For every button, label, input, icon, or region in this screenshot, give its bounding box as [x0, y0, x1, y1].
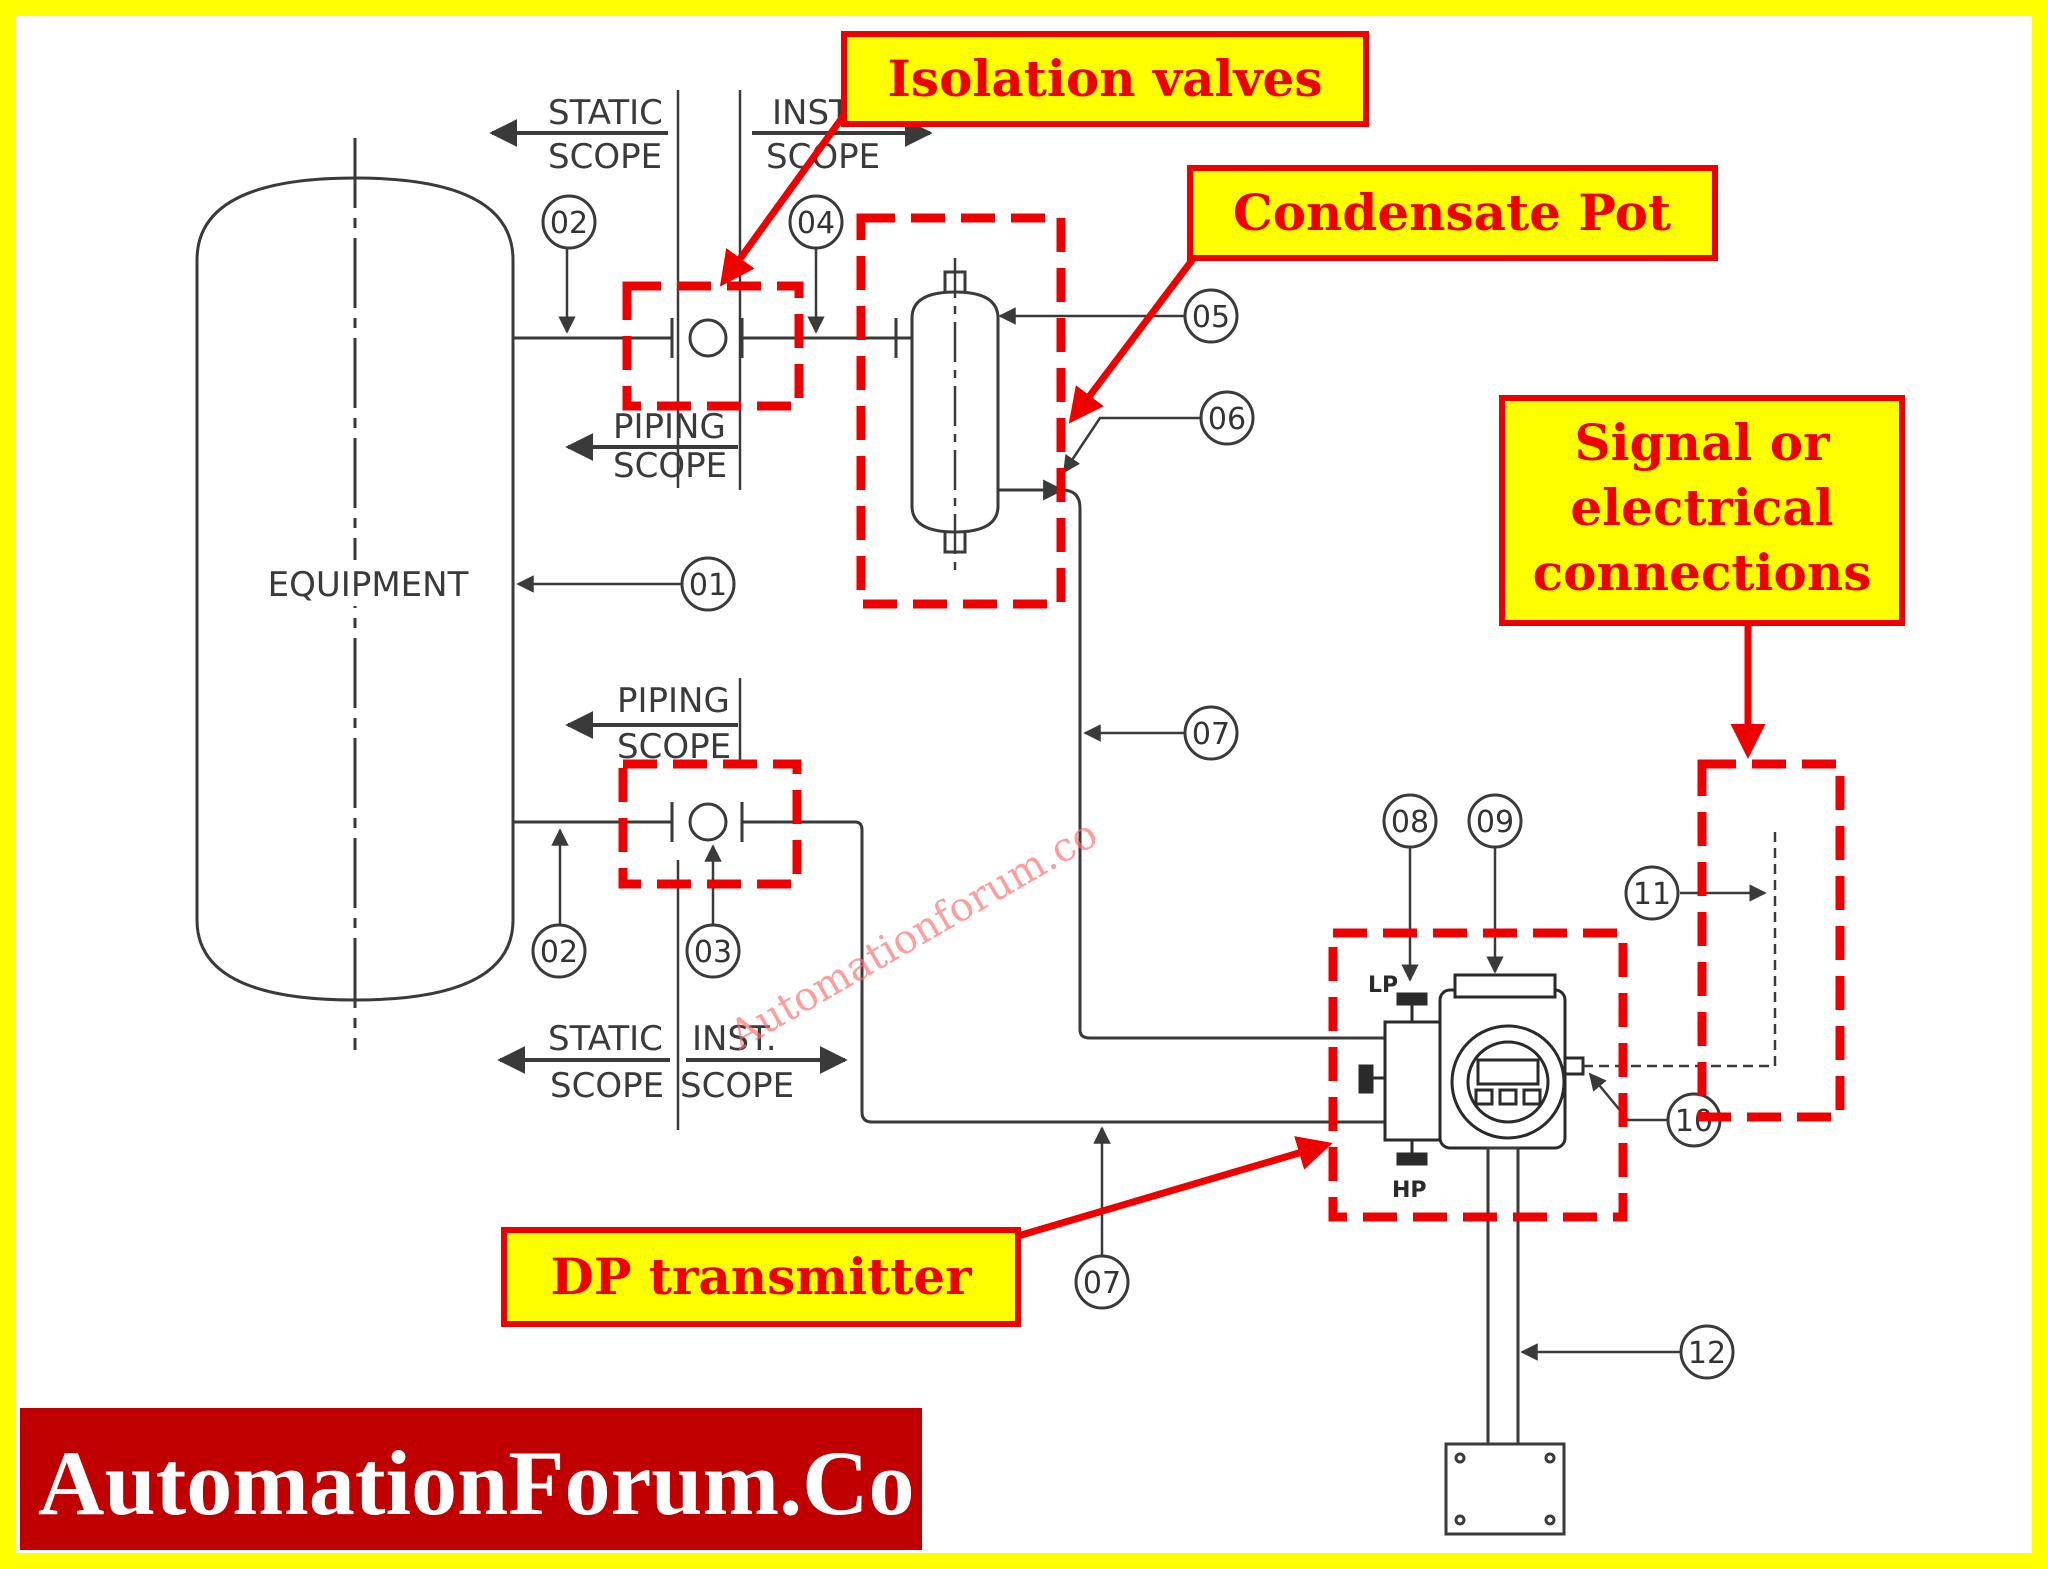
hp-port-label: HP [1392, 1178, 1427, 1203]
callout-isolation-valves: Isolation valves [841, 31, 1369, 127]
callout-dp-transmitter: DP transmitter [501, 1227, 1021, 1327]
svg-text:02: 02 [550, 206, 588, 241]
equipment-vessel [195, 176, 515, 1002]
svg-text:07: 07 [1192, 717, 1230, 752]
svg-text:01: 01 [689, 568, 727, 603]
svg-text:Condensate Pot: Condensate Pot [1233, 183, 1671, 242]
balloon-09: 09 [1467, 793, 1523, 849]
static-scope-bottom-line1: STATIC [548, 1019, 663, 1059]
svg-text:11: 11 [1633, 877, 1671, 912]
inst-scope-bottom-line2: SCOPE [680, 1066, 794, 1106]
svg-text:05: 05 [1192, 300, 1230, 335]
dp-transmitter [1358, 973, 1585, 1166]
highlight-condensate-pot [856, 213, 1066, 609]
balloon-04: 04 [788, 194, 844, 250]
isolation-valve-top [688, 318, 728, 358]
svg-text:02: 02 [540, 935, 578, 970]
highlight-dp-transmitter [1328, 928, 1628, 1222]
highlight-valve-top [622, 281, 804, 411]
brand-name: AutomationForum.Co [38, 1432, 915, 1534]
equipment-label: EQUIPMENT [268, 565, 469, 605]
svg-text:08: 08 [1391, 805, 1429, 840]
piping-scope-top-line1: PIPING [613, 407, 726, 447]
static-scope-top-line1: STATIC [548, 93, 663, 133]
brand-banner: AutomationForum.Co [20, 1408, 922, 1550]
svg-text:connections: connections [1533, 543, 1872, 602]
svg-text:DP transmitter: DP transmitter [551, 1247, 973, 1306]
balloon-02-top: 02 [541, 194, 597, 250]
balloon-07-right: 07 [1183, 705, 1239, 761]
callout-condensate-pot: Condensate Pot [1187, 165, 1718, 261]
svg-text:Signal or: Signal or [1575, 413, 1831, 472]
svg-text:electrical: electrical [1570, 478, 1833, 537]
isolation-valve-bottom [688, 802, 728, 842]
svg-text:03: 03 [694, 935, 732, 970]
balloon-06: 06 [1199, 390, 1255, 446]
lp-port-label: LP [1368, 973, 1398, 998]
inst-scope-bottom-line1: INST. [692, 1019, 777, 1059]
balloon-02-bottom: 02 [531, 923, 587, 979]
balloon-11: 11 [1624, 865, 1680, 921]
callout-signal-connections: Signal or electrical connections [1499, 395, 1905, 626]
balloon-08: 08 [1382, 793, 1438, 849]
balloon-01: 01 [680, 556, 736, 612]
svg-text:12: 12 [1688, 1336, 1726, 1371]
balloon-05: 05 [1183, 288, 1239, 344]
svg-text:07: 07 [1083, 1266, 1121, 1301]
piping-scope-top-line2: SCOPE [613, 446, 727, 486]
svg-text:06: 06 [1208, 402, 1246, 437]
balloon-12: 12 [1679, 1324, 1735, 1380]
pipe-stand [1444, 1146, 1566, 1536]
highlight-valve-bottom [618, 759, 802, 889]
highlight-signal-connections [1697, 759, 1845, 1122]
static-scope-top-line2: SCOPE [548, 137, 662, 177]
static-scope-bottom-line2: SCOPE [550, 1066, 664, 1106]
balloon-03: 03 [685, 923, 741, 979]
balloon-07-bottom: 07 [1074, 1254, 1130, 1310]
svg-text:Isolation valves: Isolation valves [888, 49, 1323, 108]
svg-text:04: 04 [797, 206, 835, 241]
piping-scope-bottom-line1: PIPING [617, 681, 730, 721]
svg-text:09: 09 [1476, 805, 1514, 840]
